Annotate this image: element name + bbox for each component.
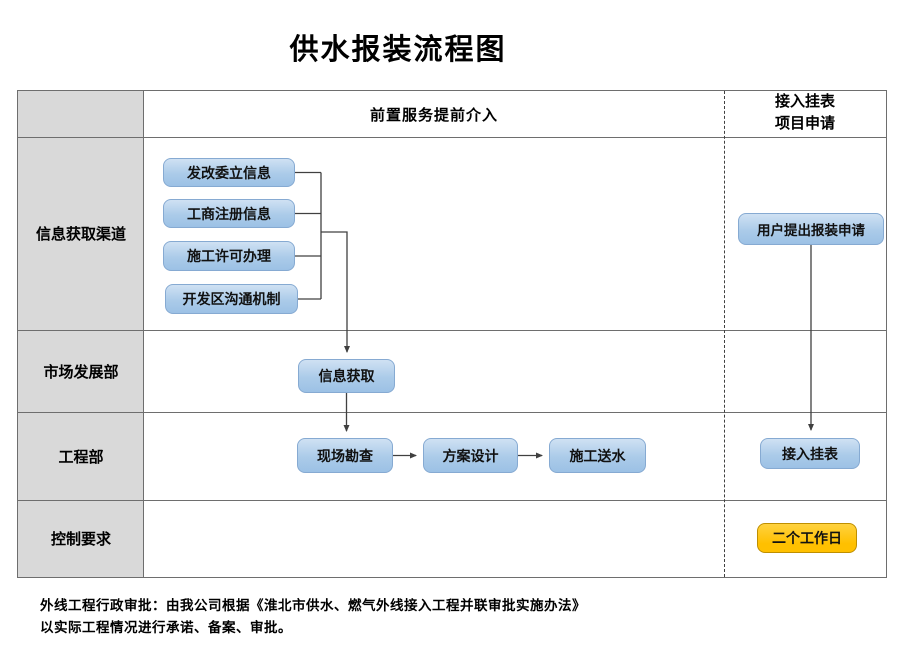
row-divider-4 <box>18 500 886 501</box>
row-label-market-dev-dept: 市场发展部 <box>43 364 119 381</box>
row-divider-2 <box>18 330 886 331</box>
node-construction-permit: 施工许可办理 <box>163 241 295 271</box>
node-plan-design: 方案设计 <box>423 438 518 473</box>
row-divider-1 <box>18 137 886 138</box>
header-pre-service: 前置服务提前介入 <box>369 107 498 124</box>
section-dashed-divider <box>724 91 725 577</box>
node-ndrc-info: 发改委立信息 <box>163 158 295 187</box>
row-divider-3 <box>18 412 886 413</box>
node-construction-water-supply: 施工送水 <box>549 438 646 473</box>
process-table: 前置服务提前介入 接入挂表 项目申请 信息获取渠道 市场发展部 工程部 控制要求 <box>17 90 887 578</box>
footer-note: 外线工程行政审批：由我公司根据《淮北市供水、燃气外线接入工程并联审批实施办法》 … <box>40 595 586 640</box>
row-label-control-requirements: 控制要求 <box>50 532 111 548</box>
header-meter-application: 接入挂表 项目申请 <box>724 91 886 137</box>
left-column-background <box>18 91 144 577</box>
header-meter-application-line1: 接入挂表 <box>774 94 835 111</box>
node-meter-installation: 接入挂表 <box>760 438 860 469</box>
node-information-acquisition: 信息获取 <box>298 359 395 393</box>
node-user-application: 用户提出报装申请 <box>738 213 884 245</box>
node-business-registration-info: 工商注册信息 <box>163 199 295 228</box>
page-title: 供水报装流程图 <box>289 34 507 66</box>
node-devzone-communication: 开发区沟通机制 <box>165 284 298 314</box>
node-two-workdays-badge: 二个工作日 <box>757 523 857 553</box>
row-label-info-channels: 信息获取渠道 <box>35 227 126 243</box>
node-site-survey: 现场勘查 <box>297 438 393 473</box>
header-meter-application-line2: 项目申请 <box>774 116 835 132</box>
row-label-engineering-dept: 工程部 <box>58 449 104 466</box>
footer-note-line1: 外线工程行政审批：由我公司根据《淮北市供水、燃气外线接入工程并联审批实施办法》 <box>40 598 586 613</box>
footer-note-line2: 以实际工程情况进行承诺、备案、审批。 <box>40 620 292 636</box>
